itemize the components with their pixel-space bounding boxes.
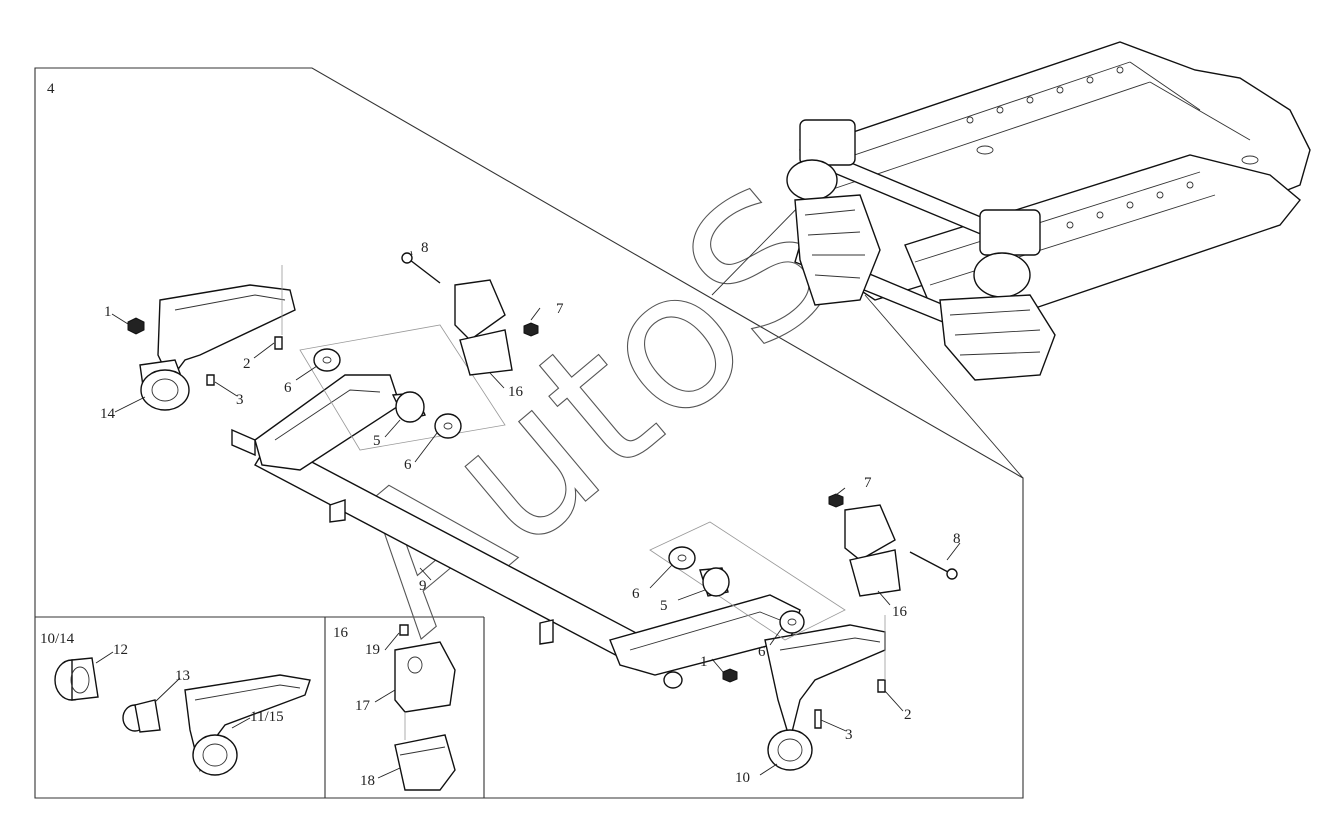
right-bracket-assembly [722,615,886,771]
axle-beam [231,374,801,689]
callout-16: 16 [508,384,524,400]
lower-hanger-bracket [828,493,958,597]
callout-13: 13 [175,668,190,684]
left-bracket-assembly [127,265,296,411]
chassis-frame-illustration [711,41,1311,479]
callout-1: 1 [104,304,112,320]
callout-16: 16 [892,604,908,620]
section-label-main: 4 [47,81,55,97]
lower-bush-set [649,521,846,641]
callout-17: 17 [355,698,371,714]
upper-bush-set [299,324,506,451]
callout-3: 3 [236,392,244,408]
section-label-inset-mid: 16 [333,625,349,641]
callout-9: 9 [419,578,427,594]
callout-5: 5 [660,598,668,614]
callout-14: 14 [100,406,116,422]
leader-lines [95,250,961,779]
callout-3: 3 [845,727,853,743]
callout-7: 7 [556,301,564,317]
callout-18: 18 [360,773,375,789]
inset-bearing-detail [54,657,311,776]
callout-11-15: 11/15 [250,709,284,725]
callout-8: 8 [421,240,429,256]
callout-6: 6 [284,380,292,396]
callout-19: 19 [365,642,380,658]
callout-7: 7 [864,475,872,491]
callout-2: 2 [243,356,251,372]
upper-hanger-bracket [401,252,539,376]
callout-8: 8 [953,531,961,547]
callout-2: 2 [904,707,912,723]
callout-6: 6 [758,644,766,660]
callout-1: 1 [700,654,708,670]
callout-6: 6 [404,457,412,473]
labels: 4 10/14 16 1 2 3 14 6 5 6 8 7 16 9 7 8 1… [40,81,961,789]
callout-6: 6 [632,586,640,602]
main-frame [34,67,1024,799]
callout-5: 5 [373,433,381,449]
inset-hanger-detail [394,624,456,791]
callout-10: 10 [735,770,750,786]
section-label-inset-left: 10/14 [40,631,75,647]
callout-12: 12 [113,642,128,658]
